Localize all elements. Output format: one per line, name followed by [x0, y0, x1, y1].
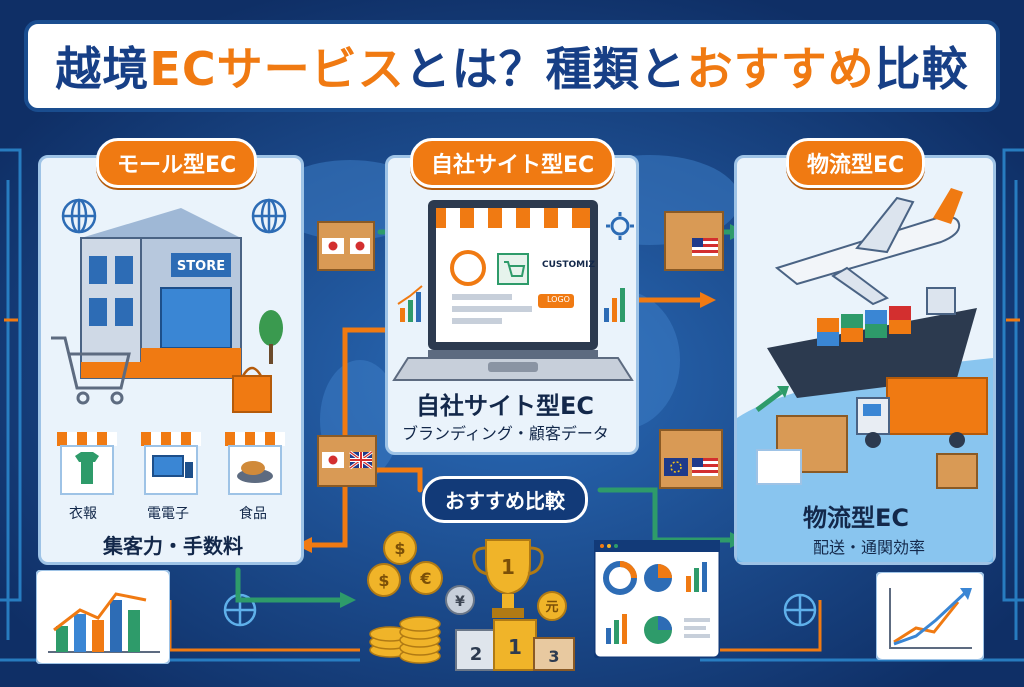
stall-food: [225, 432, 285, 495]
own-site-caption-sub: ブランディング・顧客データ: [402, 424, 609, 443]
logo-button-shape: [538, 294, 574, 308]
panel-mall-ec: STORE: [38, 155, 304, 565]
logistics-caption-main: 物流型EC: [803, 504, 910, 532]
phone-icon: [185, 462, 193, 478]
category-label-clothing: 衣報: [69, 506, 97, 522]
page-title: 越境ECサービスとは？種類とおすすめ比較: [55, 33, 968, 99]
trophy-icon: [472, 539, 544, 618]
bar-chart-icon: [604, 288, 625, 322]
title-part-5: 比較: [874, 42, 969, 96]
logistics-illustration: [737, 188, 993, 562]
stall-clothing: [57, 432, 117, 495]
bar-chart-icon: [606, 614, 627, 644]
podium-second: 2: [470, 644, 483, 665]
stall-electronics: [141, 432, 201, 495]
box-japan-uk: [317, 435, 377, 487]
panel-own-site-ec: CUSTOMIZ LOGO 自社サイト型EC ブランディング・顧客データ: [385, 155, 639, 455]
tree-icon: [259, 310, 283, 364]
globe-icon: [251, 198, 287, 234]
coin-stack-icon: [367, 531, 567, 664]
brand-logo-icon: [450, 250, 486, 286]
gear-icon: [606, 212, 634, 240]
category-label-electronics: 電電子: [147, 506, 189, 522]
bar-chart-icon: [686, 562, 707, 592]
podium-first: 1: [508, 635, 522, 659]
badge-recommend-compare: おすすめ比較: [422, 476, 588, 523]
arrow-green-left: [235, 567, 343, 603]
airplane-icon: [774, 188, 963, 306]
screen-label: CUSTOMIZ: [542, 260, 596, 270]
title-banner: 越境ECサービスとは？種類とおすすめ比較: [24, 20, 1000, 112]
panel-logistics-ec: 物流型EC 配送・通関効率: [734, 155, 996, 565]
monitor-icon: [152, 455, 184, 477]
coin-yen: ¥: [455, 594, 465, 610]
globe-icon: [223, 593, 817, 627]
own-site-caption-main: 自社サイト型EC: [416, 392, 595, 420]
title-part-3: とは？種類と: [404, 42, 687, 96]
coin-yuan: 元: [545, 600, 558, 615]
screen-button-label: LOGO: [547, 295, 570, 304]
coin-dollar-2: $: [394, 539, 405, 558]
growth-chart-card: [876, 572, 984, 660]
coin-dollar: $: [378, 571, 389, 590]
arrow-mall-to-site: [342, 327, 388, 448]
podium: [455, 619, 575, 671]
title-part-2: ECサービス: [149, 42, 405, 96]
mall-caption: 集客力・手数料: [103, 534, 243, 558]
box-eu-usa: [659, 429, 723, 489]
mall-illustration: STORE: [51, 198, 287, 495]
logistics-caption-sub: 配送・通関効率: [813, 538, 926, 557]
title-part-4: おすすめ: [686, 42, 875, 96]
ranking-illustration: $ $ € ¥ 元 1 2 1 3: [367, 531, 575, 671]
globe-icon: [61, 198, 97, 234]
store-sign: STORE: [177, 259, 225, 274]
parcel-boxes-icon: [756, 415, 978, 489]
shopping-bag-icon: [232, 366, 272, 413]
box-japan-1: [317, 221, 375, 271]
badge-mall-ec: モール型EC: [96, 138, 258, 188]
truck-icon: [856, 377, 988, 448]
dashboard-card: [594, 540, 720, 658]
growth-arrow-icon: [755, 386, 789, 412]
badge-logistics-ec: 物流型EC: [786, 138, 926, 188]
category-label-food: 食品: [239, 506, 267, 522]
badge-own-site-ec: 自社サイト型EC: [410, 138, 616, 188]
bar-chart-icon: [397, 285, 423, 322]
title-part-1: 越境: [55, 42, 150, 96]
trophy-rank: 1: [501, 555, 515, 579]
laptop-illustration: [392, 200, 634, 381]
podium-third: 3: [548, 647, 559, 666]
chart-card-bottom-left: [36, 570, 170, 664]
arrow-bottom-left: [307, 467, 348, 548]
coin-euro: €: [419, 569, 431, 588]
tshirt-icon: [75, 452, 99, 484]
box-usa-1: [664, 211, 724, 271]
shopping-cart-icon: [51, 336, 131, 405]
awning: [436, 208, 590, 228]
cargo-ship-icon: [767, 287, 977, 398]
